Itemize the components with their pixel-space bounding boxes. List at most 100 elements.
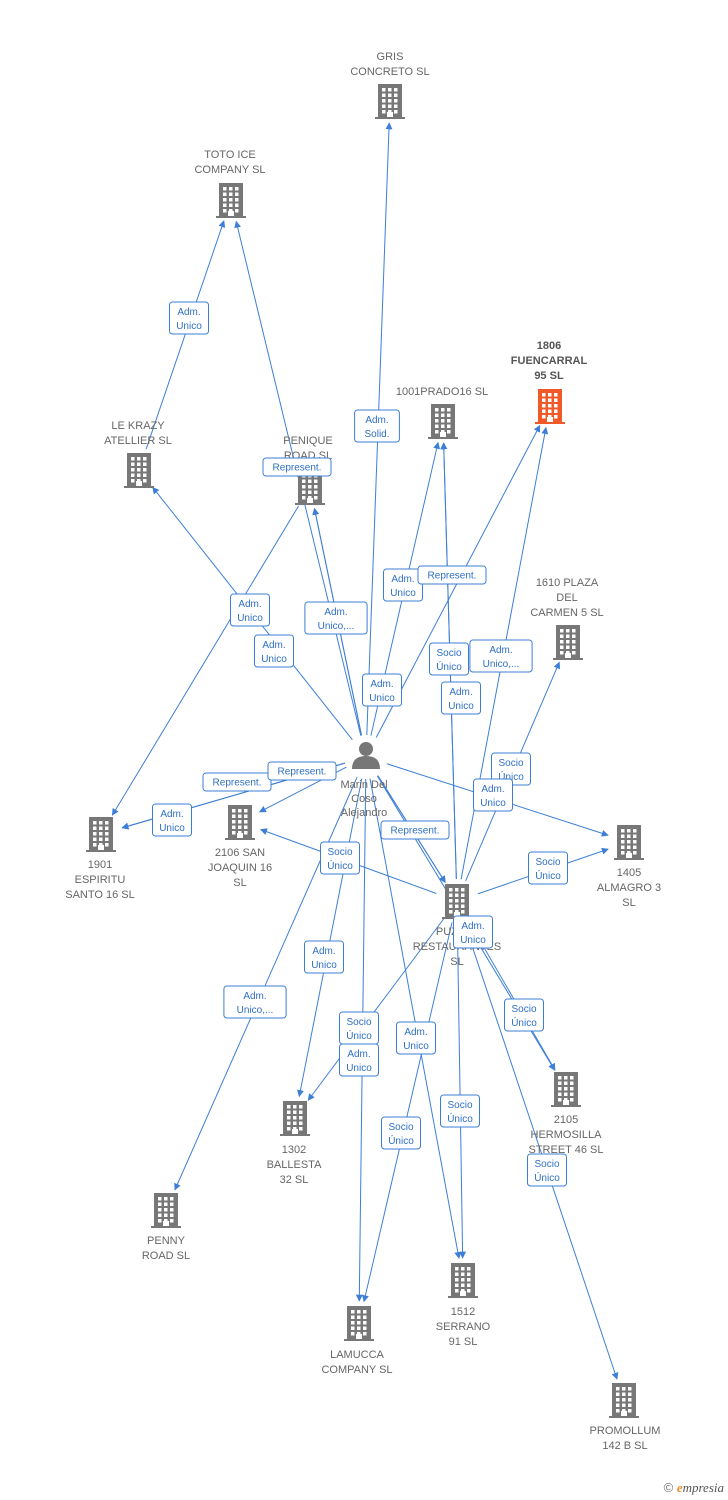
company-node-prado[interactable]: 1001PRADO16 SL	[396, 386, 488, 439]
relation-label-marin-ballesta[interactable]: Adm.Unico	[304, 940, 344, 974]
relation-label-krazy-toto[interactable]: Adm.Unico	[169, 301, 209, 335]
company-label: PENNY	[147, 1235, 186, 1247]
company-label: CONCRETO SL	[350, 66, 429, 78]
company-node-krazy[interactable]: LE KRAZY ATELLIER SL	[104, 420, 172, 488]
relation-label-marin-joaquin[interactable]: Represent.	[267, 761, 337, 781]
company-label: 1405	[617, 867, 641, 879]
relation-label-marin-puzzle[interactable]: Represent.	[380, 820, 450, 840]
company-node-penny[interactable]: PENNY ROAD SL	[142, 1193, 190, 1262]
relation-label-marin-lamucca[interactable]: Adm.Unico	[339, 1043, 379, 1077]
building-icon	[344, 1306, 374, 1341]
building-icon	[448, 1263, 478, 1298]
relation-label-text: Socio	[436, 648, 461, 659]
relation-label-text: Adm.	[365, 415, 388, 426]
relation-label-text: Socio	[346, 1017, 371, 1028]
person-label: Marin Del	[340, 779, 387, 791]
relation-label-marin-serrano[interactable]: Adm.Unico	[396, 1021, 436, 1055]
relation-label-text: Represent.	[278, 767, 327, 778]
empresia-logo: empresia	[676, 1480, 724, 1495]
edge-penique-espiritu	[111, 505, 300, 816]
relation-label-text: Adm.	[160, 809, 183, 820]
company-label: 32 SL	[280, 1174, 309, 1186]
company-label: ATELLIER SL	[104, 435, 172, 447]
relation-label-marin-penny[interactable]: Adm.Unico,...	[223, 985, 287, 1019]
relation-label-marin-almagro[interactable]: Adm.Unico	[473, 778, 513, 812]
relation-label-text: Único	[534, 1171, 560, 1184]
company-label: SL	[450, 956, 463, 968]
relation-label-text: Adm.	[243, 991, 266, 1002]
relation-label-marin-puzzle[interactable]: Adm.Unico	[441, 681, 481, 715]
footer-brand[interactable]: © empresia	[664, 1480, 724, 1496]
building-icon	[609, 1383, 639, 1418]
edge-krazy-toto	[145, 220, 226, 450]
relation-label-text: Unico	[261, 654, 287, 665]
person-icon	[352, 742, 380, 769]
relation-label-text: Socio	[535, 857, 560, 868]
company-label: 1001PRADO16 SL	[396, 386, 488, 398]
building-icon	[124, 453, 154, 488]
relation-label-marin-fuencarral[interactable]: Adm.Unico	[362, 673, 402, 707]
edge-puzzle-promollum	[463, 921, 619, 1380]
relation-label-text: Adm.	[404, 1027, 427, 1038]
relation-label-text: Único	[346, 1029, 372, 1042]
edge-puzzle-ballesta	[307, 918, 445, 1101]
edge-puzzle-serrano	[456, 922, 467, 1259]
relation-label-marin-krazy[interactable]: Adm.Unico	[230, 593, 270, 627]
relation-label-marin-penique[interactable]: Adm.Unico,...	[304, 601, 368, 635]
company-label: TOTO ICE	[204, 149, 256, 161]
relation-label-text: Unico	[480, 798, 506, 809]
building-icon	[428, 404, 458, 439]
relation-label-text: Adm.	[312, 946, 335, 957]
relation-label-text: Unico	[390, 588, 416, 599]
relation-label-text: Socio	[447, 1100, 472, 1111]
relation-label-marin-espiritu[interactable]: Adm.Unico	[254, 634, 294, 668]
relation-label-marin-gris[interactable]: Adm. Solid.	[354, 409, 400, 443]
relation-label-text: Único	[535, 869, 561, 882]
relation-label-marin-penique[interactable]: Represent.	[262, 457, 332, 477]
relation-label-text: Unico	[369, 693, 395, 704]
relation-label-text: Único	[511, 1016, 537, 1029]
copyright-icon: ©	[663, 1480, 674, 1495]
relation-label-marin-espiritu[interactable]: Represent.	[202, 772, 272, 792]
relation-label-puzzle-fuencarral[interactable]: Adm.Unico,...	[469, 639, 533, 673]
company-label: 1512	[451, 1306, 475, 1318]
relation-label-text: Unico	[176, 321, 202, 332]
relation-label-text: Unico	[237, 613, 263, 624]
relation-label-text: Solid.	[364, 429, 389, 440]
company-label: 1302	[282, 1144, 306, 1156]
company-label: LE KRAZY	[111, 420, 165, 432]
company-label: ROAD SL	[142, 1250, 190, 1262]
building-icon	[151, 1193, 181, 1228]
company-label: COMPANY SL	[321, 1364, 392, 1376]
edge-marin-penny	[174, 776, 358, 1191]
company-label: PROMOLLUM	[590, 1425, 661, 1437]
relation-label-marin-prado[interactable]: Adm.Unico	[383, 568, 423, 602]
relation-label-puzzle-prado[interactable]: Represent.	[417, 565, 487, 585]
relation-label-marin-hermosilla[interactable]: Adm.Unico	[453, 915, 493, 949]
company-label: CARMEN 5 SL	[530, 607, 603, 619]
relation-label-text: Adm.	[461, 921, 484, 932]
relation-label-penique-espiritu[interactable]: Adm.Unico	[152, 803, 192, 837]
